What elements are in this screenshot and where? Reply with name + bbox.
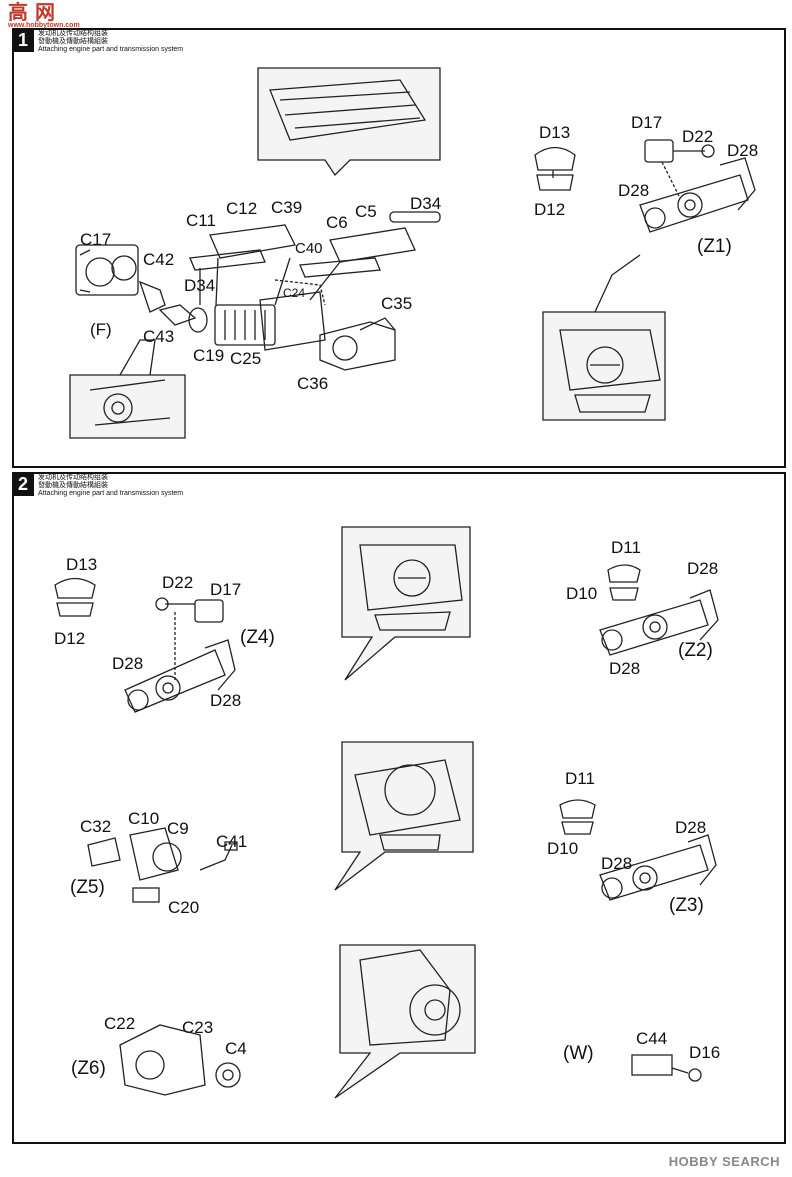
label-s2-d28-c: D28 bbox=[687, 559, 719, 578]
step1-title: 发动机及传动结构组装 發動機及傳動結構組裝 Attaching engine p… bbox=[38, 30, 183, 54]
label-c6: C6 bbox=[326, 213, 348, 232]
step2-title: 发动机及传动结构组装 發動機及傳動結構組裝 Attaching engine p… bbox=[38, 474, 183, 498]
label-c12: C12 bbox=[226, 199, 258, 218]
watermark-subtitle: www.hobbytown.com bbox=[8, 22, 80, 29]
label-d28-b: D28 bbox=[618, 181, 650, 200]
step2-title-cn2: 發動機及傳動結構組裝 bbox=[38, 482, 108, 489]
step2-frame bbox=[12, 472, 786, 1144]
label-z3: (Z3) bbox=[669, 895, 704, 916]
label-c20: C20 bbox=[168, 898, 200, 917]
label-c43: C43 bbox=[143, 327, 175, 346]
step1-title-cn2: 發動機及傳動結構組裝 bbox=[38, 38, 108, 45]
label-c44: C44 bbox=[636, 1029, 668, 1048]
label-s2-d12: D12 bbox=[54, 629, 86, 648]
label-d34-a: D34 bbox=[184, 276, 216, 295]
label-z2: (Z2) bbox=[678, 640, 713, 661]
step1-title-en: Attaching engine part and transmission s… bbox=[38, 46, 184, 53]
label-s2-d28-b: D28 bbox=[210, 691, 242, 710]
label-c5: C5 bbox=[355, 202, 377, 221]
label-c32: C32 bbox=[80, 817, 112, 836]
step2-title-cn1: 发动机及传动结构组装 bbox=[38, 474, 108, 481]
label-z1: (Z1) bbox=[697, 236, 732, 257]
step1-title-cn1: 发动机及传动结构组装 bbox=[38, 30, 108, 37]
label-d13: D13 bbox=[539, 123, 571, 142]
label-f: (F) bbox=[90, 320, 112, 339]
label-d22: D22 bbox=[682, 127, 714, 146]
label-w: (W) bbox=[563, 1043, 594, 1064]
label-s2-d28-f: D28 bbox=[601, 854, 633, 873]
label-c23: C23 bbox=[182, 1018, 214, 1037]
label-c42: C42 bbox=[143, 250, 175, 269]
label-c25: C25 bbox=[230, 349, 262, 368]
label-c36: C36 bbox=[297, 374, 329, 393]
footer-brand: HOBBY SEARCH bbox=[668, 1154, 780, 1169]
label-c11: C11 bbox=[186, 211, 216, 230]
label-d34-b: D34 bbox=[410, 194, 442, 213]
label-c4: C4 bbox=[225, 1039, 247, 1058]
label-z6: (Z6) bbox=[71, 1058, 106, 1079]
label-c17: C17 bbox=[80, 230, 112, 249]
label-c40: C40 bbox=[295, 240, 323, 257]
label-c9: C9 bbox=[167, 819, 189, 838]
label-d12: D12 bbox=[534, 200, 566, 219]
step1-number: 1 bbox=[12, 28, 34, 52]
label-c24: C24 bbox=[283, 286, 306, 300]
label-z5: (Z5) bbox=[70, 877, 105, 898]
label-s2-d11-b: D11 bbox=[565, 769, 595, 788]
step2-number: 2 bbox=[12, 472, 34, 496]
label-s2-d10-b: D10 bbox=[547, 839, 579, 858]
label-c35: C35 bbox=[381, 294, 413, 313]
label-c19: C19 bbox=[193, 346, 225, 365]
label-s2-d22: D22 bbox=[162, 573, 194, 592]
label-s2-d11-a: D11 bbox=[611, 538, 641, 557]
label-c10: C10 bbox=[128, 809, 160, 828]
label-s2-d28-e: D28 bbox=[675, 818, 707, 837]
label-d17: D17 bbox=[631, 113, 663, 132]
step1-frame bbox=[12, 28, 786, 468]
label-c22: C22 bbox=[104, 1014, 136, 1033]
step2-title-en: Attaching engine part and transmission s… bbox=[38, 490, 184, 497]
watermark-logo: 高 网 bbox=[8, 0, 55, 24]
label-s2-d10-a: D10 bbox=[566, 584, 598, 603]
label-s2-d28-d: D28 bbox=[609, 659, 641, 678]
label-c39: C39 bbox=[271, 198, 303, 217]
label-c41: C41 bbox=[216, 832, 248, 851]
label-s2-d17: D17 bbox=[210, 580, 242, 599]
label-s2-d28-a: D28 bbox=[112, 654, 144, 673]
label-z4: (Z4) bbox=[240, 627, 275, 648]
label-d28-a: D28 bbox=[727, 141, 759, 160]
label-d16: D16 bbox=[689, 1043, 721, 1062]
label-s2-d13: D13 bbox=[66, 555, 98, 574]
